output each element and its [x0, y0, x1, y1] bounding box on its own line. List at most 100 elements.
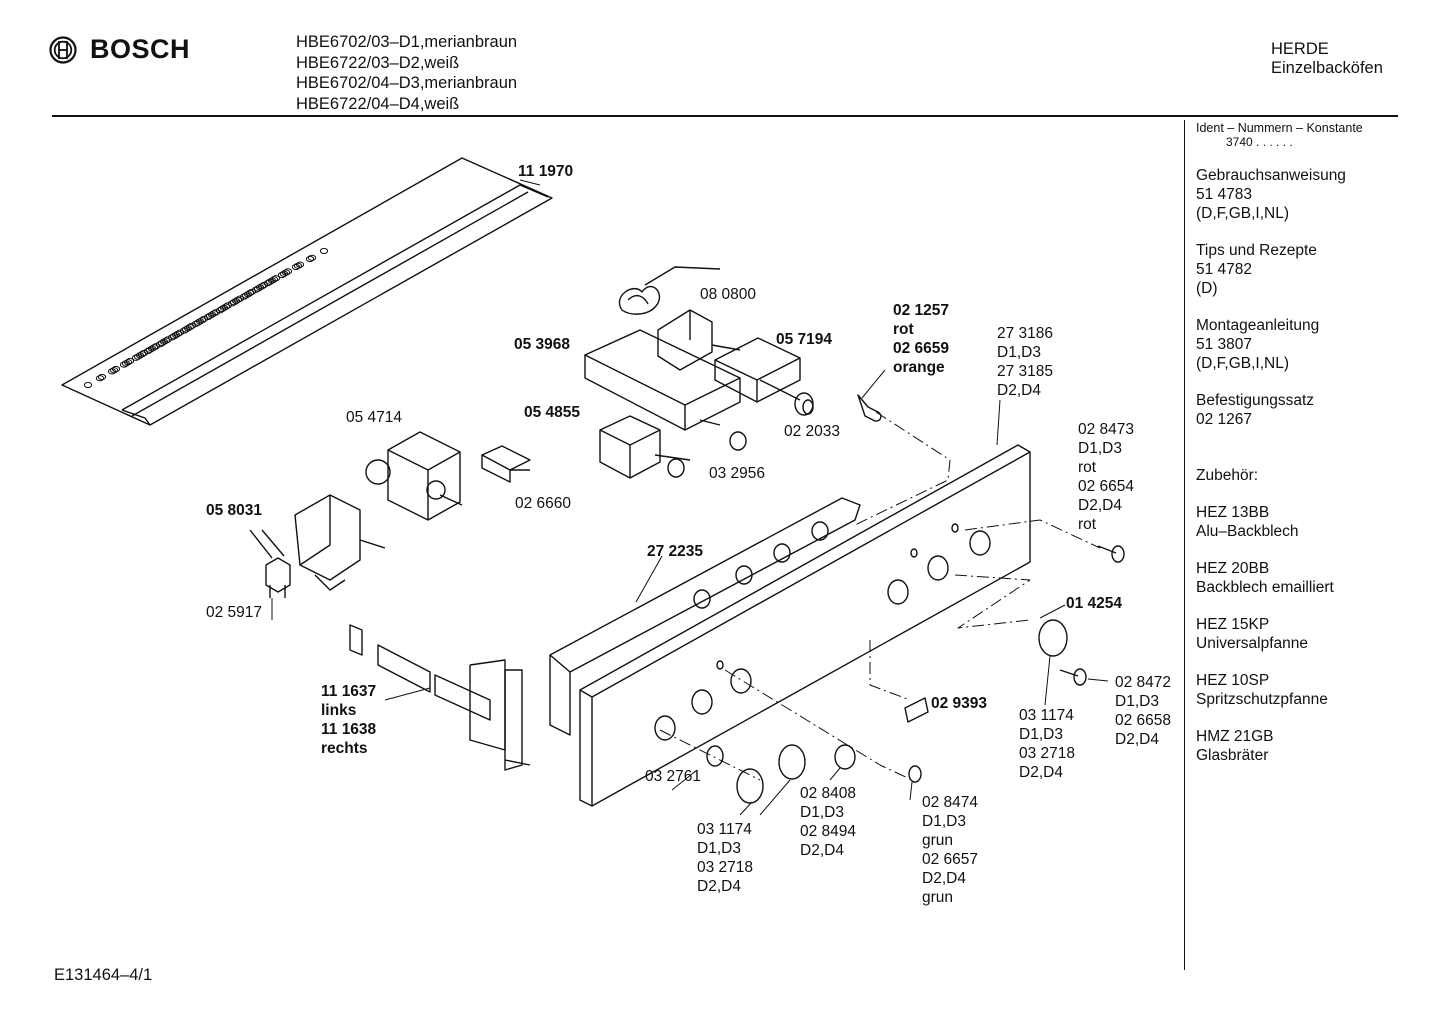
part-label-p054714: 05 4714 [346, 408, 402, 427]
perforation-hole [319, 247, 329, 255]
part-label-p029393: 02 9393 [931, 694, 987, 713]
part-label-line: 05 4855 [524, 404, 581, 421]
model-line: HBE6702/03–D1,merianbraun [296, 33, 518, 51]
light-02-1257 [857, 394, 882, 422]
perforation-hole [95, 375, 105, 382]
part-label-line: 27 2235 [647, 543, 704, 560]
knob-right-03-1174 [1038, 619, 1068, 657]
sidebar-divider [1184, 120, 1185, 970]
sidebar-line: HEZ 10SP [1196, 672, 1270, 689]
part-label-p032956: 03 2956 [709, 464, 765, 483]
perforation-hole [247, 288, 257, 295]
part-label-line: rechts [321, 740, 368, 757]
part-label-line: 02 6654 [1078, 478, 1135, 495]
perforation-hole [283, 268, 293, 275]
part-label-line: 05 4714 [346, 409, 403, 426]
part-label-line: 11 1970 [518, 163, 574, 180]
perforation-hole [235, 295, 245, 302]
part-label-line: D2,D4 [800, 842, 844, 859]
part-label-line: 02 8494 [800, 823, 857, 840]
thermostat-08-0800 [618, 266, 741, 371]
perforation-hole [223, 302, 233, 309]
perforation-hole [245, 289, 255, 297]
sidebar-line: (D,F,GB,I,NL) [1196, 355, 1290, 372]
sidebar-block: Befestigungssatz 02 1267 [1196, 391, 1363, 429]
part-label-line: 02 8472 [1115, 674, 1172, 691]
perforation-hole [307, 254, 317, 261]
part-label-line: 05 7194 [776, 331, 833, 348]
perforation-hole [233, 296, 243, 303]
category-line: HERDE [1271, 40, 1329, 58]
lamp-02-8472 [1059, 668, 1087, 686]
part-label-line: D1,D3 [1115, 693, 1159, 710]
sidebar-line: Spritzschutzpfanne [1196, 691, 1328, 708]
part-label-line: D2,D4 [697, 878, 741, 895]
knob-left-03-1174 [736, 744, 806, 804]
sidebar-block: HEZ 20BB Backblech emailliert [1196, 559, 1363, 597]
part-label-line: 02 8473 [1078, 421, 1135, 438]
lamp-02-8474 [908, 765, 922, 783]
category-line: Einzelbacköfen [1271, 59, 1383, 77]
part-label-p025917: 02 5917 [206, 603, 262, 622]
perforation-hole [151, 343, 161, 350]
bracket-05-8031 [294, 494, 386, 591]
part-label-line: D2,D4 [922, 870, 966, 887]
part-label-line: orange [893, 359, 945, 376]
model-line: HBE6722/03–D2,weiß [296, 53, 460, 72]
clip-02-9393 [904, 697, 929, 723]
terminal-02-6660 [481, 445, 531, 483]
switch-05-4855 [599, 415, 747, 479]
part-label-line: rot [1078, 516, 1097, 533]
part-label-line: D2,D4 [1078, 497, 1122, 514]
ident-value: 3740 . . . . . . [1226, 135, 1293, 149]
sidebar-line: (D,F,GB,I,NL) [1196, 205, 1290, 222]
microswitch-02-5917 [249, 529, 291, 598]
sidebar-line: (D) [1196, 280, 1218, 297]
part-label-line: 03 1174 [1019, 707, 1074, 724]
perforation-hole [281, 269, 291, 276]
sidebar-line: 51 3807 [1196, 336, 1253, 353]
front-panel-27-3186 [579, 444, 1031, 807]
sidebar-line: Zubehör: [1196, 467, 1259, 484]
perforation-hole [97, 373, 107, 381]
perforation-hole [269, 276, 279, 283]
part-label-line: D1,D3 [1019, 726, 1063, 743]
part-label-line: 05 8031 [206, 502, 263, 519]
part-label-p053968: 05 3968 [514, 335, 570, 354]
sidebar-line [1196, 447, 1363, 466]
perforation-hole [187, 322, 197, 329]
part-label-line: 08 0800 [700, 286, 757, 303]
sidebar-line: HEZ 20BB [1196, 560, 1270, 577]
sidebar-line: Alu–Backblech [1196, 523, 1299, 540]
part-label-line: links [321, 702, 357, 719]
part-label-line: D1,D3 [800, 804, 844, 821]
perforation-hole [259, 281, 269, 289]
sidebar-block: HMZ 21GB Glasbräter [1196, 727, 1363, 765]
part-label-line: 01 4254 [1066, 595, 1123, 612]
sidebar-line: Universalpfanne [1196, 635, 1309, 652]
perforation-hole [163, 336, 173, 343]
sidebar-line: 51 4783 [1196, 186, 1253, 203]
sidebar-line: HEZ 15KP [1196, 616, 1270, 633]
sidebar-line: 51 4782 [1196, 261, 1253, 278]
sidebar-line: Gebrauchsanweisung [1196, 167, 1346, 184]
leader-lines [271, 179, 1109, 816]
timer-05-4714 [365, 431, 463, 521]
exploded-parts-diagram [61, 157, 1125, 816]
part-label-p054855: 05 4855 [524, 403, 580, 422]
perforation-hole [123, 359, 133, 366]
rear-panel-27-2235 [549, 497, 861, 736]
part-label-line: 02 9393 [931, 695, 988, 712]
header-divider [52, 115, 1398, 117]
ident-heading: Ident – Nummern – Konstante [1196, 121, 1363, 135]
part-label-line: 02 8474 [922, 794, 979, 811]
drawing-number: E131464–4/1 [54, 966, 153, 984]
perforation-hole [293, 262, 303, 269]
part-label-p111970: 11 1970 [518, 162, 573, 181]
part-label-p026660: 02 6660 [515, 494, 571, 513]
